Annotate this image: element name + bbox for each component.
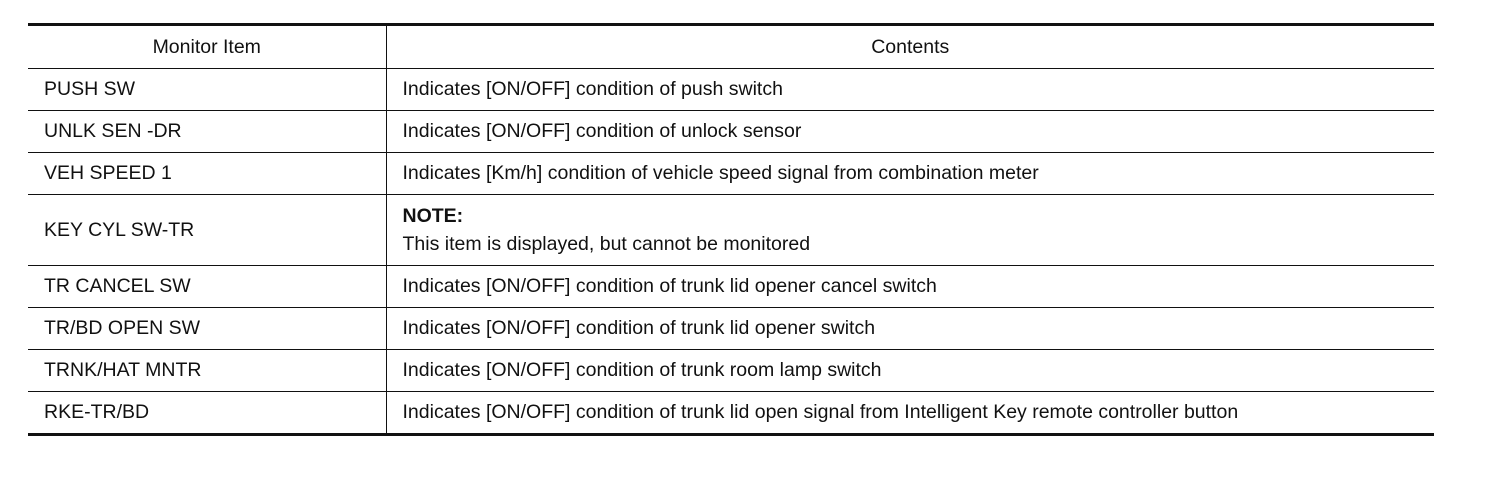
monitor-item-cell: PUSH SW bbox=[28, 68, 386, 111]
monitor-item-cell: TRNK/HAT MNTR bbox=[28, 349, 386, 392]
table-row: PUSH SW Indicates [ON/OFF] condition of … bbox=[28, 68, 1434, 111]
note-title: NOTE: bbox=[402, 205, 464, 227]
table-row: UNLK SEN -DR Indicates [ON/OFF] conditio… bbox=[28, 110, 1434, 153]
table-row: KEY CYL SW-TR NOTE: This item is display… bbox=[28, 194, 1434, 266]
header-row: Monitor Item Contents bbox=[28, 24, 1434, 69]
monitor-item-cell: TR/BD OPEN SW bbox=[28, 307, 386, 350]
table-row: TR CANCEL SW Indicates [ON/OFF] conditio… bbox=[28, 265, 1434, 308]
note-text: This item is displayed, but cannot be mo… bbox=[402, 233, 811, 255]
table-body: PUSH SW Indicates [ON/OFF] condition of … bbox=[28, 68, 1434, 436]
table-header: Monitor Item Contents bbox=[28, 24, 1434, 69]
monitor-item-cell: UNLK SEN -DR bbox=[28, 110, 386, 153]
contents-cell: Indicates [ON/OFF] condition of trunk li… bbox=[385, 265, 1434, 308]
table-row: TRNK/HAT MNTR Indicates [ON/OFF] conditi… bbox=[28, 349, 1434, 392]
table-row: VEH SPEED 1 Indicates [Km/h] condition o… bbox=[28, 152, 1434, 195]
monitor-item-cell: KEY CYL SW-TR bbox=[28, 194, 386, 266]
table-row: RKE-TR/BD Indicates [ON/OFF] condition o… bbox=[28, 391, 1434, 436]
table-row: TR/BD OPEN SW Indicates [ON/OFF] conditi… bbox=[28, 307, 1434, 350]
contents-cell: Indicates [ON/OFF] condition of trunk ro… bbox=[385, 349, 1434, 392]
contents-cell: NOTE: This item is displayed, but cannot… bbox=[385, 194, 1434, 266]
header-monitor-item: Monitor Item bbox=[28, 24, 386, 69]
monitor-item-table: Monitor Item Contents PUSH SW Indicates … bbox=[28, 23, 1434, 436]
monitor-item-cell: VEH SPEED 1 bbox=[28, 152, 386, 195]
contents-cell: Indicates [Km/h] condition of vehicle sp… bbox=[385, 152, 1434, 195]
monitor-item-cell: TR CANCEL SW bbox=[28, 265, 386, 308]
contents-cell: Indicates [ON/OFF] condition of unlock s… bbox=[385, 110, 1434, 153]
contents-cell: Indicates [ON/OFF] condition of trunk li… bbox=[385, 391, 1434, 436]
header-contents: Contents bbox=[385, 24, 1434, 69]
monitor-item-cell: RKE-TR/BD bbox=[28, 391, 386, 436]
contents-cell: Indicates [ON/OFF] condition of push swi… bbox=[385, 68, 1434, 111]
contents-cell: Indicates [ON/OFF] condition of trunk li… bbox=[385, 307, 1434, 350]
